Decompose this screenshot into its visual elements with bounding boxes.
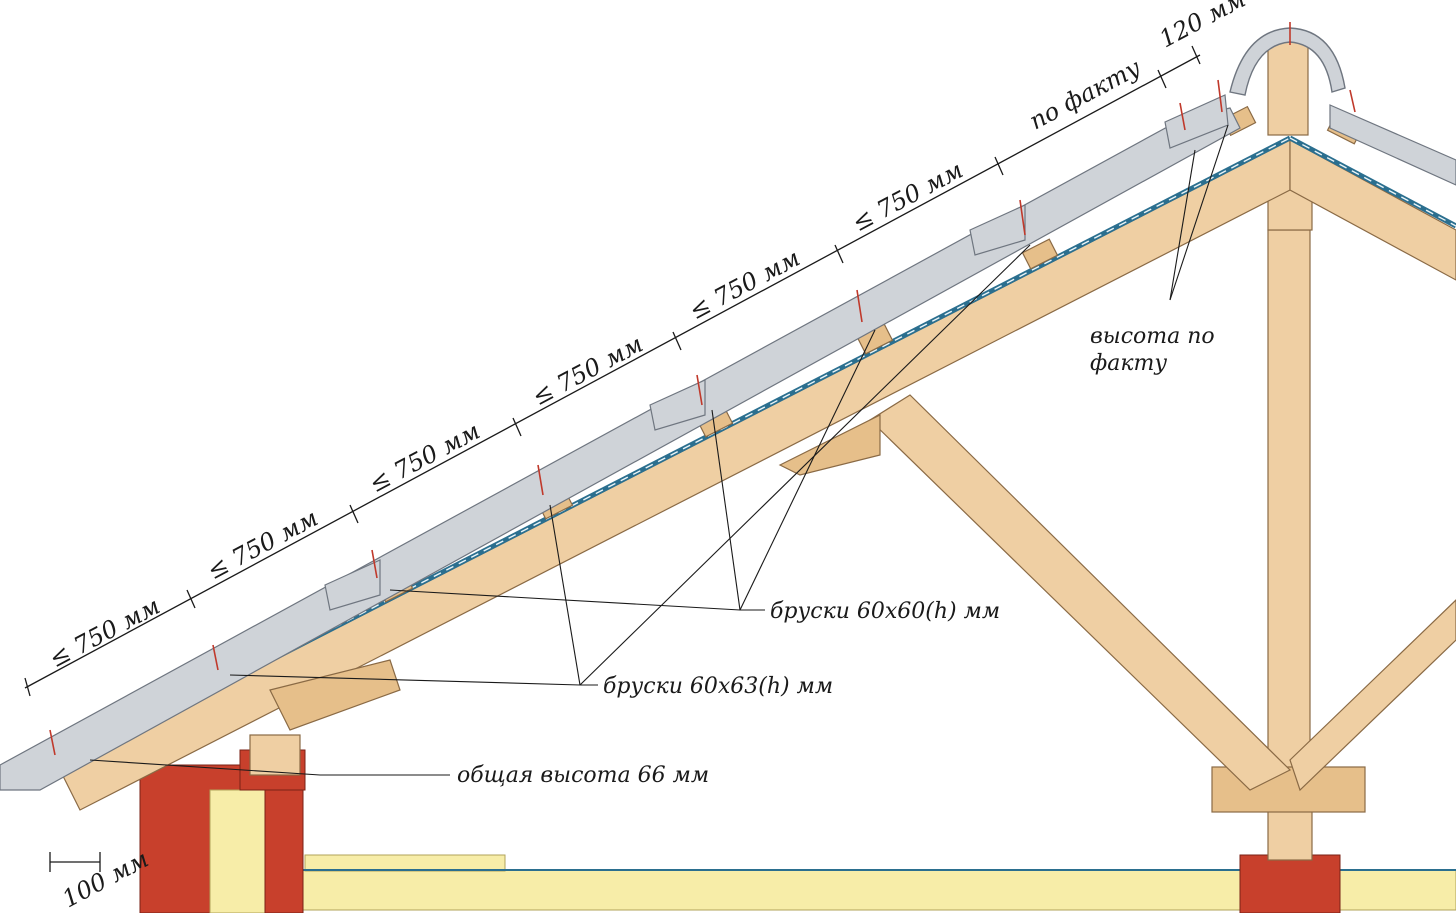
king-post [1211,39,1366,861]
ridge-cap [1229,27,1346,96]
roof-tiles [0,94,1456,791]
height-by-fact-line2: факту [1090,351,1167,376]
braces [869,394,1456,792]
overhang-label: 100 мм [58,845,153,913]
spacing-dimension-line [24,45,1201,697]
spacing-label-4: ≤ 750 мм [528,330,648,412]
wall-plate [249,734,301,776]
spacing-label-3: ≤ 750 мм [365,417,485,499]
brick-post-right [1239,854,1341,913]
spacing-label-6: ≤ 750 мм [848,156,968,238]
nails [49,22,1356,756]
main-rafter [59,138,1456,811]
callout-leaders [49,124,1229,872]
total-height-label: общая высота 66 мм [457,763,709,788]
brick-wall-left [139,749,306,913]
spacing-label-2: ≤ 750 мм [203,504,323,586]
spacing-label-1: ≤ 750 мм [45,592,165,674]
height-by-fact-line1: высота по [1090,324,1215,349]
battens-60x63-label: бруски 60х63(h) мм [603,674,833,699]
spacing-label-5: ≤ 750 мм [685,244,805,326]
battens-60x60-label: бруски 60х60(h) мм [770,599,1000,624]
ridge-gap-label: 120 мм [1155,0,1250,53]
